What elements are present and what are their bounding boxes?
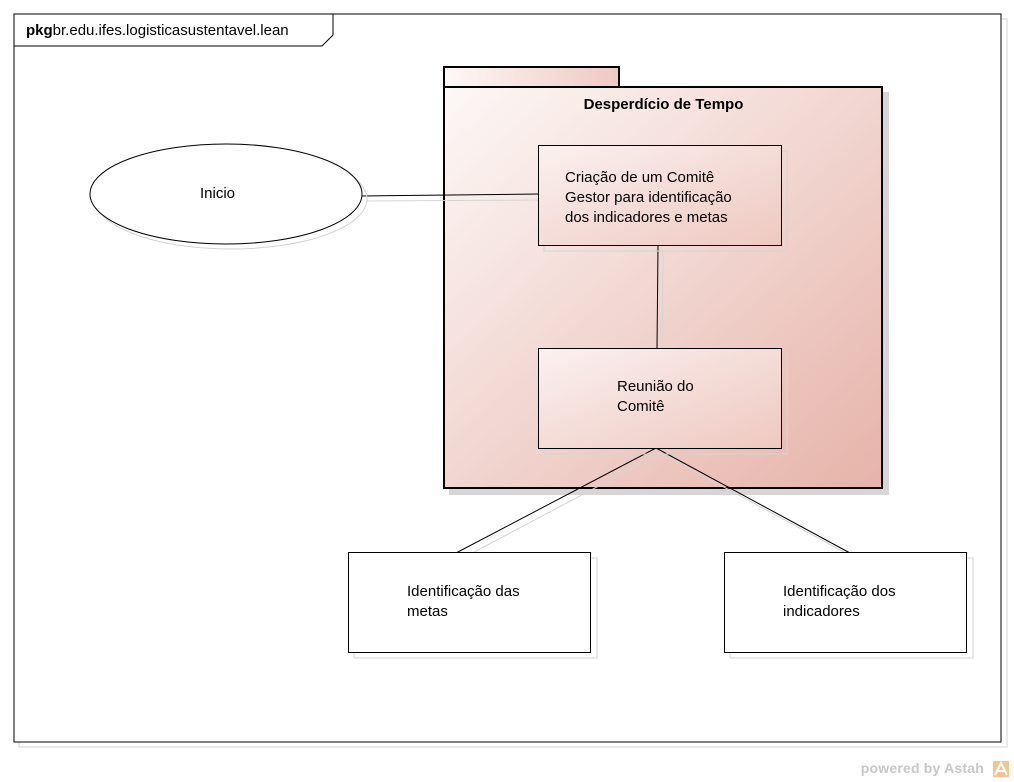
node-inicio[interactable] <box>89 143 368 250</box>
metas-label: Identificação das metas <box>407 583 520 620</box>
watermark: powered by Astah <box>860 760 984 776</box>
node-metas[interactable] <box>348 552 598 659</box>
indicadores-label: Identificação dos indicadores <box>783 583 896 620</box>
astah-logo-icon <box>993 760 1009 777</box>
node-reuniao[interactable] <box>538 348 788 455</box>
package-tab <box>443 66 620 88</box>
edge-reuniao-metas <box>455 447 657 554</box>
edge-reuniao-indicadores <box>655 447 851 554</box>
node-indicadores[interactable] <box>724 552 974 659</box>
criacao-label: Criação de um Comitê Gestor para identif… <box>565 169 732 226</box>
package-title: Desperdício de Tempo <box>583 96 744 113</box>
node-criacao[interactable] <box>538 145 788 252</box>
edge-inicio-criacao <box>361 193 540 197</box>
edge-criacao-reuniao <box>656 245 659 349</box>
frame-label: pkgbr.edu.ifes.logisticasustentavel.lean <box>26 22 289 39</box>
frame-keyword: pkg <box>26 22 53 39</box>
reuniao-label: Reunião do Comitê <box>617 378 694 415</box>
frame-name: br.edu.ifes.logisticasustentavel.lean <box>52 22 289 39</box>
inicio-label: Inicio <box>200 185 236 202</box>
frame-label-tab <box>14 14 334 47</box>
connectors <box>361 193 856 560</box>
